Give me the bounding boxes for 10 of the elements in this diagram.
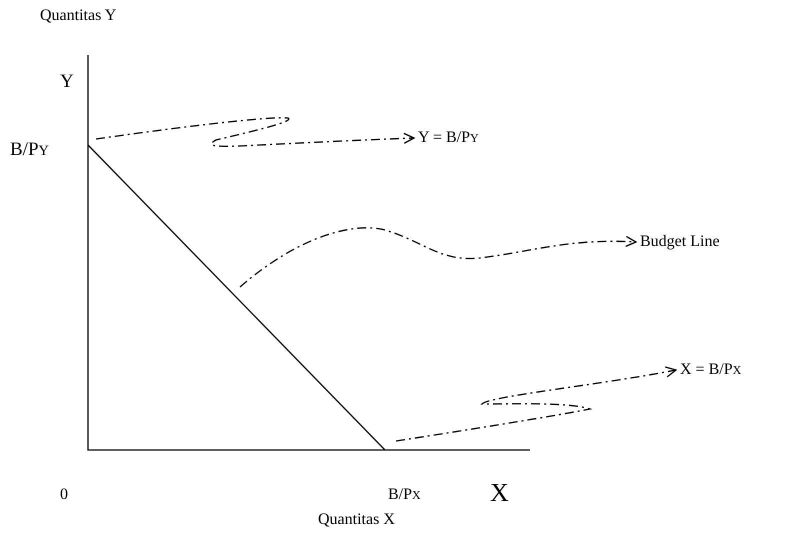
- budget-line: [88, 144, 386, 450]
- axis-title: Quantitas Y: [40, 8, 116, 24]
- leader-text: Budget Line: [640, 234, 720, 250]
- axis-label: X: [490, 480, 509, 506]
- axis-label: Y: [60, 72, 74, 91]
- origin-label: 0: [60, 487, 68, 503]
- leader-line: [396, 366, 677, 442]
- axis-title: Quantitas X: [318, 512, 395, 528]
- leader-line: [96, 117, 415, 147]
- leader-line: [240, 227, 637, 288]
